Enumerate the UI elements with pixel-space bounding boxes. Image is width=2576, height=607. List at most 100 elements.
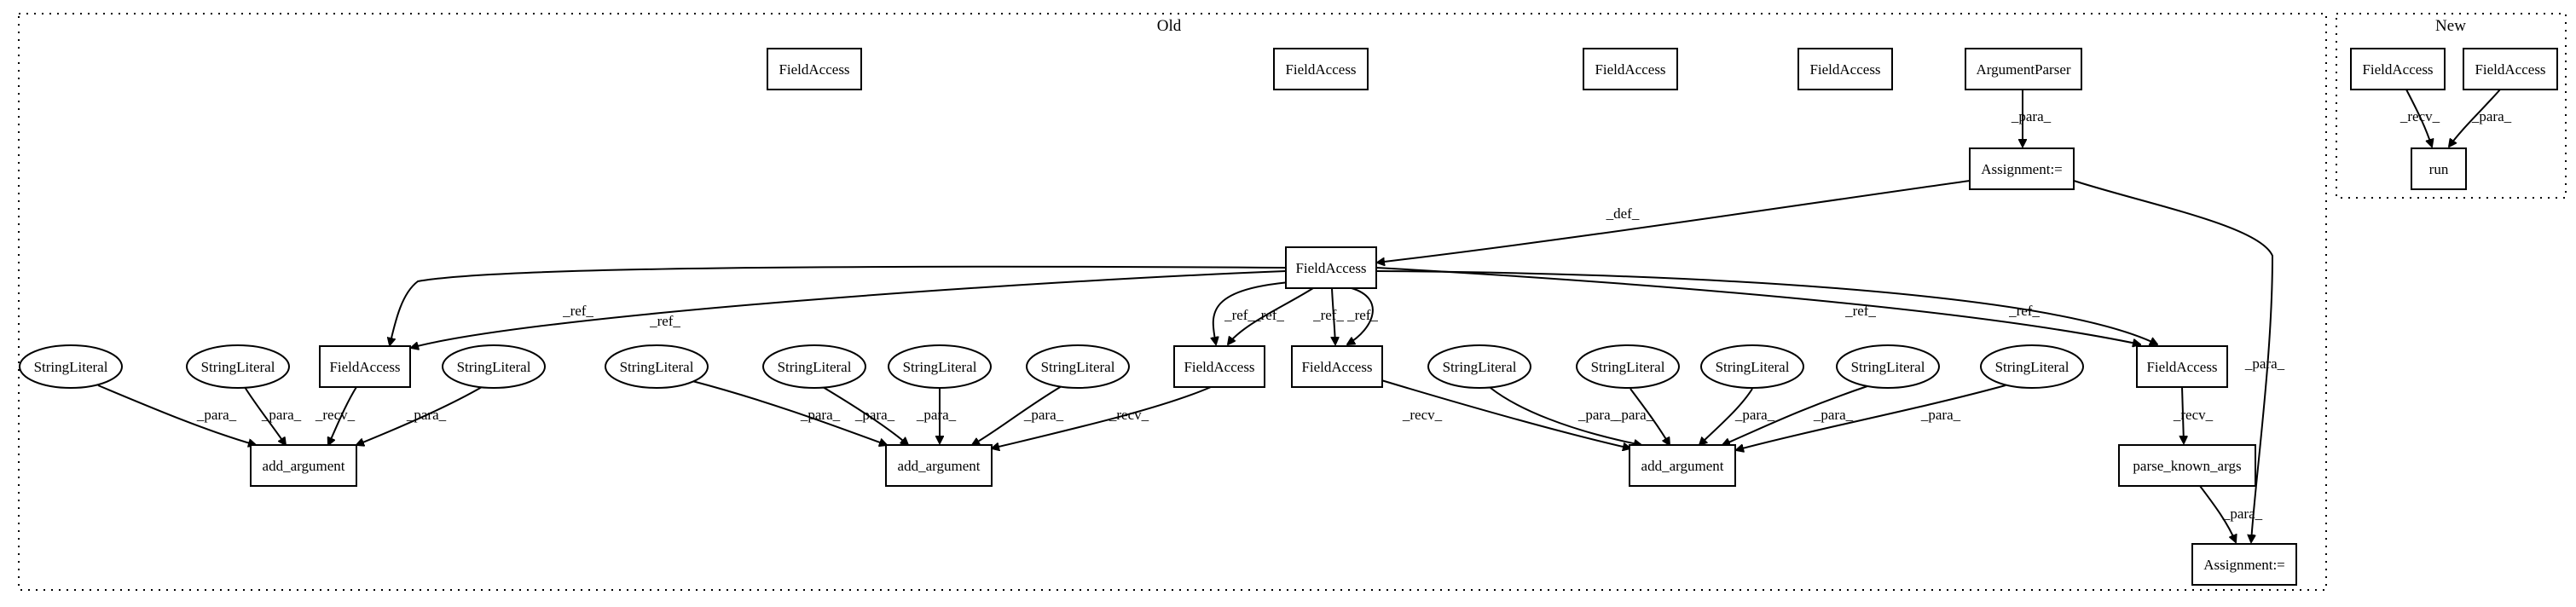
node-ellipse <box>1836 344 1940 389</box>
edge-label: _para_ <box>1734 407 1775 423</box>
node-new_fa1: FieldAccess <box>2350 48 2446 90</box>
edge-sl7-to-add2: _para_ <box>972 385 1064 445</box>
node-label: FieldAccess <box>2475 61 2545 78</box>
node-fa_top2: FieldAccess <box>1273 48 1369 90</box>
edge-label: _recv_ <box>2399 108 2440 124</box>
edge-new_fa1-to-run: _recv_ <box>2399 89 2440 147</box>
edge-sl6-to-add2: _para_ <box>916 389 957 443</box>
edge-sl2-to-add1: _para_ <box>244 386 302 445</box>
edge-label: _recv_ <box>1402 407 1443 423</box>
node-fa_main: FieldAccess <box>1285 246 1377 289</box>
node-box <box>1965 48 2082 90</box>
edge-fa_main-to-fa_pk: _ref_ <box>1375 270 2157 344</box>
edge-fa_r-to-add3: _recv_ <box>1381 379 1630 448</box>
edge-label: _para_ <box>1813 407 1854 423</box>
edge-label: _ref_ <box>1346 307 1378 323</box>
edge-fa_main-to-fa_l: _ref_ <box>390 265 1287 345</box>
edge-line <box>1375 267 2140 344</box>
edge-line <box>1375 270 2157 344</box>
edge-line <box>328 386 357 445</box>
edge-fa_main-to-fa_m: _ref_ <box>1224 287 1314 344</box>
edge-label: _para_ <box>1613 407 1654 423</box>
node-box <box>1969 147 2075 190</box>
node-label: parse_known_args <box>2133 458 2241 474</box>
node-ellipse <box>605 344 709 389</box>
node-fa_m: FieldAccess <box>1173 345 1265 388</box>
edge-line <box>972 385 1062 445</box>
edge-sl1-to-add1: _para_ <box>97 384 256 445</box>
edge-label: _para_ <box>2471 108 2512 124</box>
node-label: FieldAccess <box>1595 61 1665 78</box>
edge-label: _ref_ <box>1253 307 1284 323</box>
node-sl12: StringLiteral <box>1980 344 2084 389</box>
node-box <box>1173 345 1265 388</box>
edge-sl3-to-add1: _para_ <box>356 386 483 445</box>
edge-line <box>244 386 286 445</box>
node-label: StringLiteral <box>201 359 275 375</box>
edge-fa_m-to-add2: _recv_ <box>992 386 1212 448</box>
node-fa_top1: FieldAccess <box>767 48 862 90</box>
node-ellipse <box>442 344 546 389</box>
node-label: FieldAccess <box>1809 61 1880 78</box>
node-box <box>250 444 357 487</box>
node-sl11: StringLiteral <box>1836 344 1940 389</box>
node-fa_top4: FieldAccess <box>1797 48 1893 90</box>
edge-label: _para_ <box>261 407 302 423</box>
edge-line <box>1630 388 1670 445</box>
node-ellipse <box>1576 344 1680 389</box>
node-label: StringLiteral <box>1995 359 2069 375</box>
edge-assign1-to-assign2: _para_ <box>2073 180 2285 542</box>
node-sl9: StringLiteral <box>1576 344 1680 389</box>
node-label: Assignment:= <box>1981 161 2063 177</box>
node-add3: add_argument <box>1629 444 1736 487</box>
cluster-old-label: Old <box>1157 17 1182 35</box>
cluster-new-label: New <box>2435 17 2466 35</box>
node-label: add_argument <box>1641 458 1724 474</box>
edge-sl8-to-add3: _para_ <box>1490 387 1641 445</box>
node-ellipse <box>19 344 123 389</box>
edge-sl4-to-add2: _para_ <box>692 380 887 445</box>
node-label: StringLiteral <box>457 359 531 375</box>
node-sl1: StringLiteral <box>19 344 123 389</box>
edge-label: _ref_ <box>1844 303 1876 319</box>
edge-label: _para_ <box>2244 356 2285 372</box>
node-ellipse <box>1427 344 1531 389</box>
edge-label: _para_ <box>800 407 841 423</box>
node-label: FieldAccess <box>1285 61 1356 78</box>
node-label: StringLiteral <box>1041 359 1115 375</box>
edge-line <box>1699 388 1753 445</box>
node-box <box>1629 444 1736 487</box>
edge-label: _para_ <box>2222 506 2263 522</box>
edge-label: _recv_ <box>2173 407 2214 423</box>
edge-fa_l-to-add1: _recv_ <box>315 386 357 445</box>
node-label: Assignment:= <box>2203 557 2285 573</box>
edge-line <box>992 386 1212 448</box>
edge-line <box>1213 280 1301 344</box>
edge-fa_main-to-fa_m: _ref_ <box>1213 280 1301 344</box>
node-add1: add_argument <box>250 444 357 487</box>
node-run: run <box>2411 147 2467 190</box>
edge-label: _recv_ <box>1109 407 1149 423</box>
node-ellipse <box>1026 344 1130 389</box>
edge-sl12-to-add3: _para_ <box>1736 384 2006 450</box>
node-label: FieldAccess <box>2146 359 2217 375</box>
edge-line <box>2199 485 2236 542</box>
node-add2: add_argument <box>885 444 993 487</box>
edge-fa_main-to-fa_r: _ref_ <box>1346 287 1378 344</box>
node-box <box>1797 48 1893 90</box>
node-sl7: StringLiteral <box>1026 344 1130 389</box>
node-label: FieldAccess <box>329 359 400 375</box>
node-argparser: ArgumentParser <box>1965 48 2082 90</box>
edge-line <box>2182 386 2184 443</box>
node-label: StringLiteral <box>1443 359 1517 375</box>
node-label: FieldAccess <box>1295 260 1366 276</box>
edge-label: _para_ <box>916 407 957 423</box>
node-ellipse <box>888 344 992 389</box>
node-fa_r: FieldAccess <box>1291 345 1383 388</box>
node-pka: parse_known_args <box>2118 444 2256 487</box>
edge-label: _ref_ <box>2008 303 2040 319</box>
edge-pka-to-assign2: _para_ <box>2199 485 2263 542</box>
node-sl8: StringLiteral <box>1427 344 1531 389</box>
edge-line <box>1228 287 1314 344</box>
